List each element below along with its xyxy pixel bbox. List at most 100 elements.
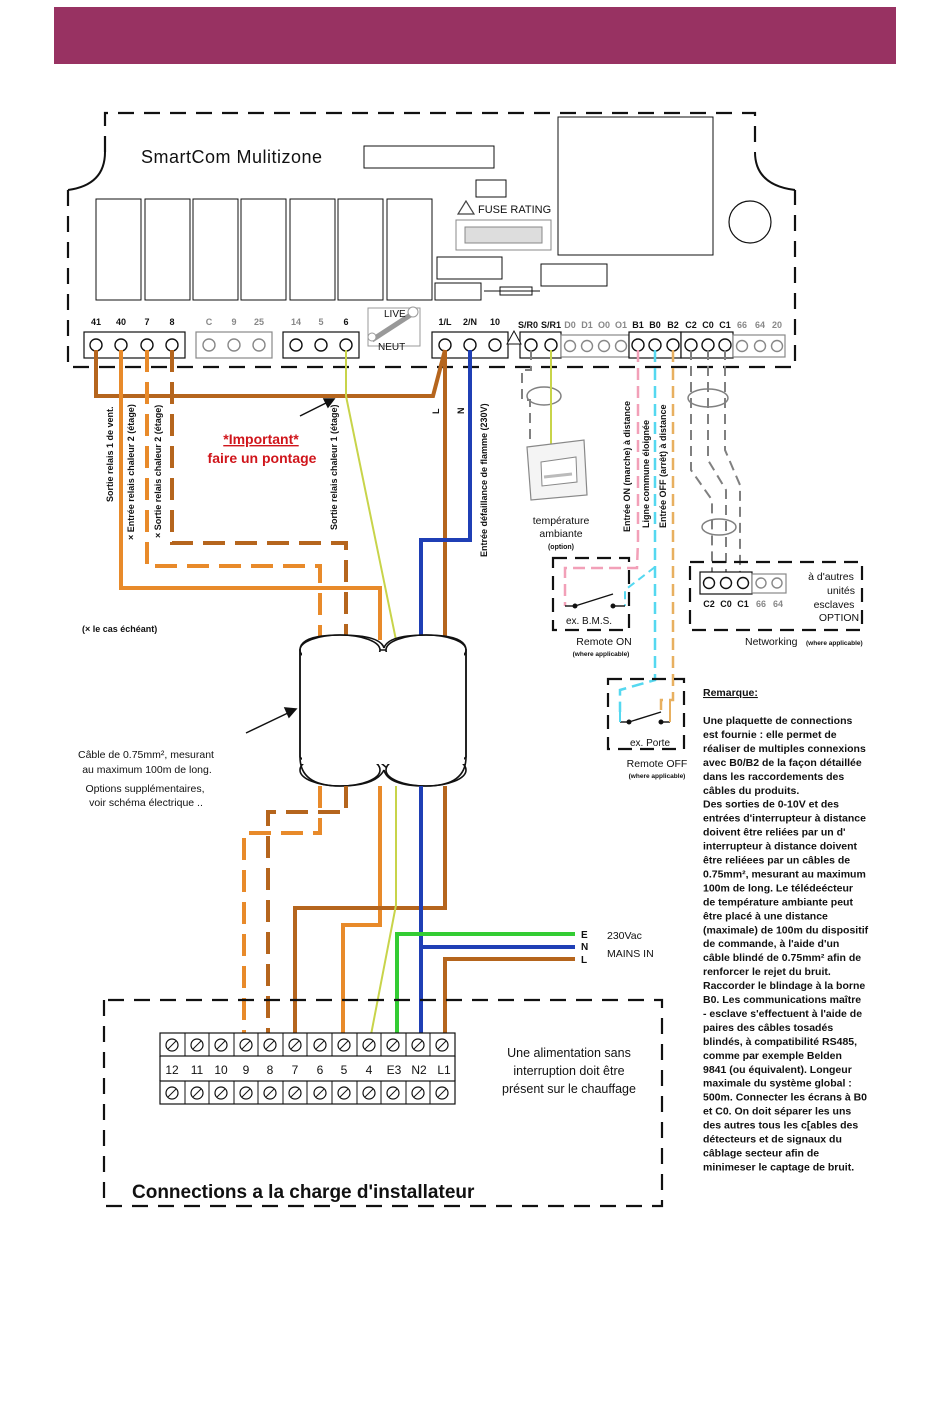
wire-cyan-common bbox=[618, 350, 657, 712]
terminal-label: L1 bbox=[437, 1063, 451, 1077]
remote-on-label: Remote ON bbox=[576, 636, 631, 648]
bms-box bbox=[551, 556, 631, 632]
remarque-title: Remarque: bbox=[703, 687, 758, 699]
remarque-line: 500m. Connecter les écrans à B0 bbox=[703, 1092, 867, 1104]
svg-text:OPTION: OPTION bbox=[819, 612, 859, 624]
link-bridge bbox=[367, 306, 421, 347]
terminal-label: S/R1 bbox=[541, 320, 561, 330]
remarque-line: minimeser le captage de bruit. bbox=[703, 1161, 854, 1173]
remarque-line: de température ambiante peut bbox=[703, 896, 853, 908]
remarque-line: est fournie : elle permet de bbox=[703, 729, 837, 741]
remarque-line: blindés, à compatibilité RS485, bbox=[703, 1036, 857, 1048]
remarque-line: Raccorder le blindage à la borne bbox=[703, 980, 865, 992]
remarque-line: 9841 (ou équivalent). Longeur bbox=[703, 1064, 852, 1076]
svg-text:présent sur le chauffage: présent sur le chauffage bbox=[502, 1082, 636, 1096]
remarque-line: comme par exemple Belden bbox=[703, 1050, 842, 1062]
wire-brown-dashed-low bbox=[266, 786, 348, 1040]
terminal-label: 40 bbox=[116, 317, 126, 327]
wire-mains-E bbox=[395, 932, 575, 1040]
svg-text:N: N bbox=[581, 942, 588, 953]
important-line1: *Important* bbox=[223, 431, 299, 447]
svg-text:E: E bbox=[581, 930, 588, 941]
lower-terminal-screw-slots bbox=[167, 1040, 447, 1098]
mains-labels: E N L bbox=[581, 930, 588, 966]
terminal-label: C2 bbox=[685, 320, 697, 330]
warning-icon bbox=[456, 199, 476, 215]
mains-voltage: 230Vac bbox=[607, 930, 642, 942]
svg-text:Options supplémentaires,: Options supplémentaires, bbox=[85, 783, 204, 795]
remarque-line: Une plaquette de connections bbox=[703, 715, 853, 727]
ups-note: Une alimentation sans interruption doit … bbox=[502, 1046, 636, 1096]
svg-text:température: température bbox=[533, 515, 590, 527]
wire-blue-N bbox=[419, 350, 472, 640]
wire-brown-low bbox=[293, 786, 447, 1040]
remarque-line: câbles du produits. bbox=[703, 785, 799, 797]
remarque-line: 0.75mm², mesurant au maximum bbox=[703, 868, 866, 880]
svg-text:ambiante: ambiante bbox=[539, 528, 582, 540]
remarque-line: doivent être reliées par un d' bbox=[703, 827, 846, 839]
important-line2: faire un pontage bbox=[208, 450, 317, 466]
wire-orange-40 bbox=[119, 350, 382, 640]
cable-grommet-edges bbox=[299, 634, 467, 787]
header-bar bbox=[54, 7, 896, 64]
remarque-line: paires des câbles tosadés bbox=[703, 1022, 833, 1034]
remarque-line: interrupteur à distance doivent bbox=[703, 841, 858, 853]
wire-brown-8 bbox=[170, 350, 348, 640]
door-box-label: ex. Porte bbox=[630, 738, 670, 749]
shield-loop bbox=[526, 386, 562, 406]
board-outline bbox=[66, 111, 797, 369]
important-arrow bbox=[299, 398, 336, 417]
terminal-label: 11 bbox=[191, 1063, 204, 1077]
fuse-rating-label: FUSE RATING bbox=[478, 204, 551, 216]
terminal-label: 6 bbox=[343, 317, 348, 327]
remote-off-sub: (where applicable) bbox=[629, 773, 686, 780]
bms-box-label: ex. B.M.S. bbox=[566, 616, 612, 627]
remarque-line: entrées d'interrupteur à distance bbox=[703, 813, 866, 825]
wire-orange-7 bbox=[145, 350, 322, 640]
remarque-line: et C0. On doit séparer les uns bbox=[703, 1106, 851, 1118]
remote-on-sub: (where applicable) bbox=[573, 651, 630, 658]
svg-text:L: L bbox=[581, 955, 587, 966]
remarque-line: (maximale) de 100m du dispositif bbox=[703, 924, 869, 936]
le-cas-note: (× le cas échéant) bbox=[82, 624, 157, 634]
neut-label: NEUT bbox=[378, 342, 405, 353]
networking-sub: (where applicable) bbox=[806, 640, 863, 647]
network-terminal-screws bbox=[702, 576, 783, 590]
svg-text:à d'autres: à d'autres bbox=[808, 571, 854, 583]
label-sortie-chaleur2: × Sortie relais chaleur 2 (étage) bbox=[153, 405, 163, 538]
remarque-line: avec B0/B2 de la façon détaillée bbox=[703, 757, 862, 769]
terminal-label: 9 bbox=[231, 317, 236, 327]
remarque-line: Des sorties de 0-10V et des bbox=[703, 799, 839, 811]
terminal-label: C1 bbox=[719, 320, 731, 330]
terminal-label: 1/L bbox=[438, 317, 452, 327]
remarque-line: de commande, à l'aide d'un bbox=[703, 938, 839, 950]
remarque-line: des autres tous les c[ables des bbox=[703, 1120, 858, 1132]
svg-text:voir schéma électrique ..: voir schéma électrique .. bbox=[89, 797, 203, 809]
label-entree-flamme: Entrée défaillance de flamme (230V) bbox=[479, 403, 489, 557]
terminal-label: 6 bbox=[317, 1063, 324, 1077]
label-L: L bbox=[431, 408, 441, 414]
installer-box-outline bbox=[102, 998, 664, 1208]
wire-yellow-low bbox=[369, 786, 397, 1041]
remarque-line: détecteurs et de signaux du bbox=[703, 1134, 842, 1146]
installer-box-title: Connections a la charge d'installateur bbox=[132, 1182, 475, 1203]
wire-net-c0 bbox=[707, 350, 727, 580]
mains-in-label: MAINS IN bbox=[607, 948, 654, 960]
label-entree-chaleur2: × Entrée relais chaleur 2 (étage) bbox=[126, 404, 136, 540]
terminal-label: B2 bbox=[667, 320, 679, 330]
remarque-line: 100m de long. Le télédeécteur bbox=[703, 882, 853, 894]
remarque-line: B0. Les communications maître bbox=[703, 994, 861, 1006]
board-terminal-blocks bbox=[83, 331, 786, 359]
buzzer bbox=[728, 200, 772, 244]
svg-text:au maximum 100m de long.: au maximum 100m de long. bbox=[82, 764, 212, 776]
terminal-label: 5 bbox=[318, 317, 323, 327]
display-window bbox=[363, 145, 495, 169]
wire-tan-remote-off bbox=[659, 350, 675, 712]
wire-net-c1 bbox=[724, 350, 741, 580]
network-box bbox=[688, 560, 864, 632]
remote-wire-labels: Entrée ON (marche) à distance Ligne comm… bbox=[622, 401, 668, 532]
wire-orange-dashed-low bbox=[242, 786, 322, 1040]
terminal-label: O0 bbox=[598, 320, 610, 330]
terminal-label: D1 bbox=[581, 320, 593, 330]
terminal-label: 4 bbox=[366, 1063, 373, 1077]
